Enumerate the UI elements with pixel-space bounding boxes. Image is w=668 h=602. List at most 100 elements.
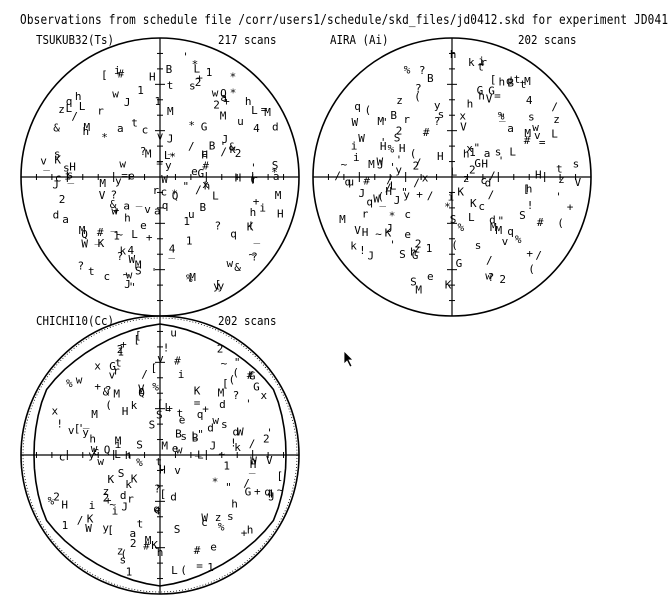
- observation-mark: M: [368, 158, 375, 171]
- skyplot-tsukub32: *i&We1%*B+KaH2GLqK'*J*W+h''MMMwBy1vJ&hBM…: [20, 37, 300, 317]
- observation-mark: G: [245, 486, 252, 499]
- observation-mark: s: [495, 146, 502, 159]
- observation-mark: L: [164, 149, 171, 162]
- observation-mark: h: [75, 90, 82, 103]
- observation-mark: i: [351, 140, 358, 153]
- observation-mark: d: [233, 425, 240, 438]
- observation-mark: (: [229, 373, 236, 386]
- observation-mark: =: [539, 136, 546, 149]
- observation-mark: [: [157, 397, 164, 410]
- observation-mark: _: [136, 194, 143, 207]
- observation-mark: /: [427, 190, 434, 203]
- observation-mark: M: [167, 105, 174, 118]
- observation-mark: _: [278, 443, 285, 456]
- observation-mark: %: [186, 272, 193, 285]
- observation-mark: M: [135, 259, 142, 272]
- observation-mark: v: [157, 130, 164, 143]
- observation-mark: L: [194, 63, 201, 76]
- observation-mark: q: [264, 486, 271, 499]
- observation-mark: k: [234, 441, 241, 454]
- observation-mark: 2: [195, 76, 202, 89]
- observation-mark: e: [179, 413, 186, 426]
- observation-mark: [: [215, 278, 222, 291]
- observation-mark: v: [174, 464, 181, 477]
- observation-mark: Q: [104, 444, 111, 457]
- observation-mark: a: [220, 91, 227, 104]
- observation-mark: #: [524, 134, 531, 147]
- observation-mark: Q: [81, 228, 88, 241]
- observation-mark: h: [247, 523, 254, 536]
- observation-mark: ': [128, 280, 135, 293]
- observation-mark: k: [350, 239, 357, 252]
- observation-mark: i: [178, 368, 185, 381]
- observation-mark: (: [410, 147, 417, 160]
- observation-mark: ?: [415, 82, 422, 95]
- observation-mark: ~: [249, 248, 256, 261]
- observation-mark: ": [381, 116, 388, 129]
- observation-mark: +: [416, 188, 423, 201]
- observation-mark: x: [459, 110, 466, 123]
- observation-mark: /: [77, 514, 84, 527]
- observation-mark: h: [124, 211, 131, 224]
- observation-mark: W: [250, 454, 257, 467]
- observation-mark: e: [172, 442, 179, 455]
- observation-mark: S: [174, 523, 181, 536]
- observation-mark: H: [362, 226, 369, 239]
- observation-mark: z: [215, 511, 222, 524]
- observation-mark: z: [103, 485, 110, 498]
- observation-mark: 4: [169, 243, 176, 256]
- observation-mark: M: [218, 387, 225, 400]
- horizon-mask: [33, 323, 287, 587]
- observation-mark: 2: [415, 238, 422, 251]
- observation-mark: B: [200, 201, 207, 214]
- observation-mark: x: [466, 142, 473, 155]
- observation-mark: S: [399, 248, 406, 261]
- observation-mark: H: [277, 208, 284, 221]
- observation-mark: s: [438, 108, 445, 121]
- observation-mark: V: [266, 454, 273, 467]
- observation-mark: J: [222, 133, 229, 146]
- observation-mark: d: [120, 489, 127, 502]
- observation-mark: h: [245, 95, 252, 108]
- observation-mark: V: [460, 120, 467, 133]
- observation-mark: L: [212, 190, 219, 203]
- observation-mark: 1: [113, 230, 120, 243]
- observation-mark: V: [99, 189, 106, 202]
- observation-mark: K: [247, 220, 254, 233]
- observation-mark: c: [93, 445, 100, 458]
- observation-mark: r: [127, 493, 134, 506]
- observation-mark: 1: [223, 460, 230, 473]
- observation-mark: +: [166, 402, 173, 415]
- observation-mark: G: [474, 157, 481, 170]
- scan-count-3: 202 scans: [218, 314, 277, 328]
- observation-mark: W: [373, 193, 380, 206]
- observation-mark: (: [120, 548, 127, 561]
- observation-mark: L: [390, 179, 397, 192]
- observation-mark: ?: [434, 115, 441, 128]
- observation-mark: i: [112, 505, 119, 518]
- observation-mark: H: [235, 172, 242, 185]
- observation-mark: ?: [154, 482, 161, 495]
- observation-mark: _: [95, 232, 102, 245]
- observation-mark: G: [253, 381, 260, 394]
- observation-mark: S: [394, 132, 401, 145]
- observation-mark: h: [526, 182, 533, 195]
- observation-mark: i: [353, 151, 360, 164]
- observation-mark: (: [451, 238, 458, 251]
- observation-mark: #: [247, 369, 254, 382]
- observation-mark: H: [201, 149, 208, 162]
- observation-mark: x: [94, 360, 101, 373]
- observation-mark: %: [218, 520, 225, 533]
- observation-mark: S: [136, 439, 143, 452]
- observation-mark: 2: [235, 147, 242, 160]
- observation-mark: /: [415, 157, 422, 170]
- observation-mark: 2: [413, 160, 420, 173]
- scan-count-1: 217 scans: [218, 33, 277, 47]
- observation-mark: V: [138, 383, 145, 396]
- observation-mark: %: [66, 377, 73, 390]
- observation-mark: 1: [186, 235, 193, 248]
- observation-mark: d: [53, 209, 60, 222]
- observation-mark: v: [157, 352, 164, 365]
- observation-mark: z: [58, 103, 65, 116]
- observation-mark: _: [249, 461, 256, 474]
